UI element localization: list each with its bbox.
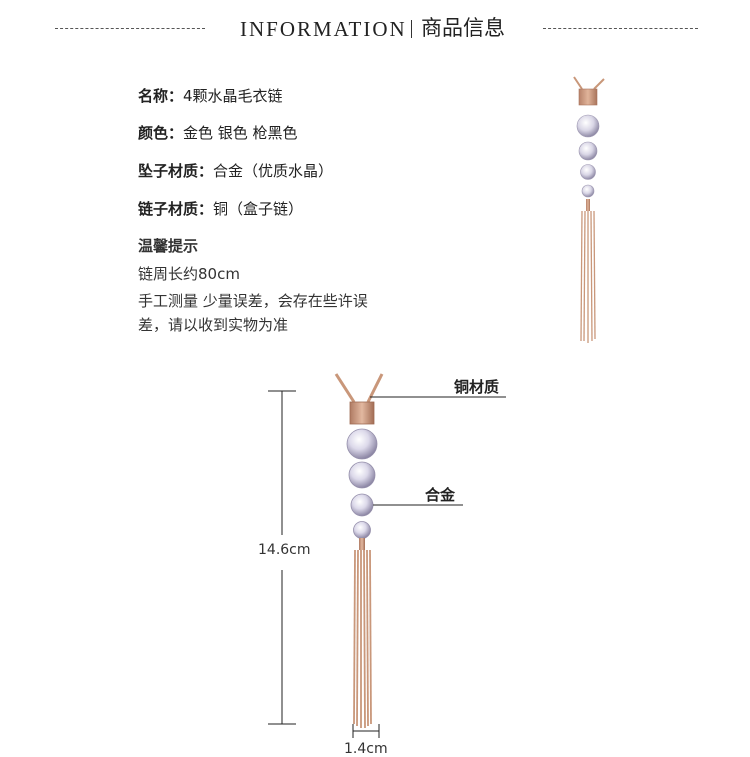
spec-name-value: 4颗水晶毛衣链	[183, 87, 283, 105]
chain-material-label: 铜材质	[454, 378, 500, 396]
tips-line-2: 差，请以收到实物为准	[138, 316, 289, 334]
spec-chain-material-value: 铜（盒子链）	[213, 200, 304, 218]
tips-length: 链周长约80cm	[138, 265, 240, 283]
header-divider-right	[543, 28, 698, 29]
pendant-material-label: 合金	[425, 486, 456, 504]
spec-color: 颜色：金色 银色 枪黑色	[138, 123, 298, 143]
chain-callout-line	[370, 396, 506, 398]
spec-name: 名称：4颗水晶毛衣链	[138, 86, 283, 106]
spec-pendant-material: 坠子材质：合金（优质水晶）	[138, 161, 333, 181]
header-title-cn: 商品信息	[421, 16, 505, 40]
spec-name-label: 名称：	[138, 87, 184, 105]
spec-chain-material: 链子材质：铜（盒子链）	[138, 199, 303, 219]
height-label: 14.6cm	[258, 542, 311, 558]
spec-color-value: 金色 银色 枪黑色	[183, 124, 298, 142]
header-title-en: INFORMATION	[240, 17, 407, 41]
product-dimension-image	[334, 373, 384, 729]
spec-chain-material-label: 链子材质：	[138, 200, 214, 218]
tips-line-1: 手工测量 少量误差，会存在些许误	[138, 292, 368, 310]
spec-pendant-material-label: 坠子材质：	[138, 162, 214, 180]
header-divider-left	[55, 28, 205, 29]
height-dimension-line	[268, 390, 296, 725]
width-dimension-line	[352, 724, 380, 738]
product-thumbnail-image	[573, 76, 605, 343]
pendant-callout-line	[373, 504, 463, 506]
spec-color-label: 颜色：	[138, 124, 184, 142]
width-label: 1.4cm	[344, 741, 388, 757]
tips-heading: 温馨提示	[138, 237, 199, 255]
spec-pendant-material-value: 合金（优质水晶）	[213, 162, 334, 180]
header-separator	[411, 20, 412, 38]
